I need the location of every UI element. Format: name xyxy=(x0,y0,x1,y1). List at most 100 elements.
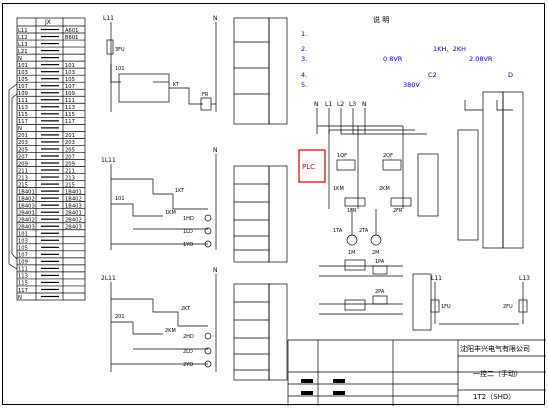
motor-2: 2M xyxy=(372,250,380,256)
strip-link xyxy=(41,35,59,38)
relay-2: 2FR xyxy=(393,208,403,214)
fill-marks xyxy=(301,379,345,395)
strip-link xyxy=(41,295,59,298)
strip-left-label: L13 xyxy=(18,42,28,48)
strip-link xyxy=(41,141,59,143)
strip-left-label: 103 xyxy=(18,239,28,245)
strip-link xyxy=(41,267,59,269)
strip-left-label: 115 xyxy=(18,281,28,287)
strip-link xyxy=(41,134,59,136)
strip-link xyxy=(41,190,59,192)
pump2-neutral: N xyxy=(213,267,218,274)
bus-n-1: N xyxy=(314,101,319,108)
pump2-contactor: 2KM xyxy=(165,328,176,334)
strip-link xyxy=(41,148,59,150)
strip-link xyxy=(41,288,59,291)
strip-left-label: N xyxy=(18,56,22,62)
strip-link xyxy=(41,246,59,248)
strip-right-label: 109 xyxy=(65,91,75,97)
strip-link xyxy=(41,78,59,80)
strip-right-label: 201 xyxy=(65,133,75,139)
breaker-2: 2QF xyxy=(383,153,393,159)
pump1-lamp3: 1YD xyxy=(183,242,193,248)
strip-left-label: 1B402 xyxy=(18,196,35,202)
strip-left-label: 203 xyxy=(18,140,28,146)
strip-left-label: N xyxy=(18,126,22,132)
strip-right-label: 207 xyxy=(65,154,75,160)
strip-right-label: 211 xyxy=(65,168,75,174)
strip-right-label: 1B403 xyxy=(65,203,82,209)
strip-link xyxy=(41,113,59,115)
strip-right-label: 203 xyxy=(65,140,75,146)
strip-right-label: 2B401 xyxy=(65,210,82,216)
note-2: 2. xyxy=(301,45,307,53)
strip-header: JX xyxy=(44,19,51,26)
strip-left-label: 107 xyxy=(18,84,28,90)
strip-left-label: 201 xyxy=(18,133,28,139)
bus-n-2: N xyxy=(362,101,367,108)
strip-link xyxy=(41,162,59,164)
strip-link xyxy=(41,71,59,73)
top-fuse: 3FU xyxy=(115,47,125,53)
strip-link xyxy=(41,218,59,220)
strip-link xyxy=(41,225,59,227)
strip-left-label: 113 xyxy=(18,274,28,280)
ammeter-1: 1PA xyxy=(375,259,385,265)
drawing-number: 1T2（SHD） xyxy=(473,393,515,401)
strip-left-label: 117 xyxy=(18,119,28,125)
strip-left-label: 2B403 xyxy=(18,225,35,231)
pump1-wire: 101 xyxy=(115,196,125,202)
pump2-wire: 201 xyxy=(115,314,125,320)
strip-link xyxy=(41,239,59,241)
strip-left-label: 107 xyxy=(18,253,28,259)
strip-left-label: 101 xyxy=(18,63,28,69)
strip-left-label: 2B401 xyxy=(18,210,35,216)
strip-right-label: 2B402 xyxy=(65,218,82,224)
strip-link xyxy=(41,169,59,171)
strip-right-label: 113 xyxy=(65,105,75,111)
company-name: 沈阳丰兴电气有限公司 xyxy=(460,344,530,353)
strip-link xyxy=(41,120,59,122)
drawing-title: 一控二（手动） xyxy=(473,369,522,378)
strip-left-label: 213 xyxy=(18,175,28,181)
strip-left-label: 103 xyxy=(18,70,28,76)
strip-right-label: 215 xyxy=(65,182,75,188)
bus-l2: L2 xyxy=(337,101,344,108)
strip-left-label: 1B403 xyxy=(18,203,35,209)
control-phase: L11 xyxy=(431,275,442,282)
strip-link xyxy=(41,42,59,45)
contactor-2: 2KM xyxy=(379,186,390,192)
pump1-lamp1: 1HD xyxy=(183,216,194,222)
top-relay: FR xyxy=(202,92,209,98)
pump1-contactor: 1KM xyxy=(165,210,176,216)
strip-left-label: 209 xyxy=(18,161,28,167)
strip-left-label: 207 xyxy=(18,154,28,160)
strip-link xyxy=(41,155,59,157)
strip-link xyxy=(41,281,59,284)
note-fragment-1: 1KH、2KH xyxy=(433,45,466,53)
fuse-2: 2FU xyxy=(503,304,513,310)
strip-link xyxy=(41,274,59,277)
pump1-neutral: N xyxy=(213,147,218,154)
strip-link xyxy=(41,85,59,87)
top-phase: L11 xyxy=(103,15,114,22)
drawing-sheet: PLC JX 说 明 1. 2. 3. 4. 5. 1KH、2KH 0.8VR … xyxy=(2,3,546,406)
motor-1: 1M xyxy=(348,250,356,256)
pump2-timer: 2KT xyxy=(181,306,191,312)
strip-left-label: 205 xyxy=(18,147,28,153)
line-art xyxy=(8,17,546,406)
strip-left-label: N xyxy=(18,295,22,301)
strip-left-label: 101 xyxy=(18,232,28,238)
strip-left-label: 1B401 xyxy=(18,189,35,195)
strip-link xyxy=(41,253,59,255)
strip-left-label: 109 xyxy=(18,260,28,266)
pump2-lamp2: 2LD xyxy=(183,349,193,355)
note-fragment-5: D xyxy=(508,71,513,79)
strip-link xyxy=(41,176,59,178)
strip-right-label: 1B402 xyxy=(65,196,82,202)
note-fragment-3: 2.08VR xyxy=(469,55,493,63)
strip-left-label: 113 xyxy=(18,105,28,111)
note-fragment-2: 0.8VR xyxy=(383,55,403,63)
plc-box xyxy=(298,149,326,183)
strip-left-label: L11 xyxy=(18,28,28,34)
